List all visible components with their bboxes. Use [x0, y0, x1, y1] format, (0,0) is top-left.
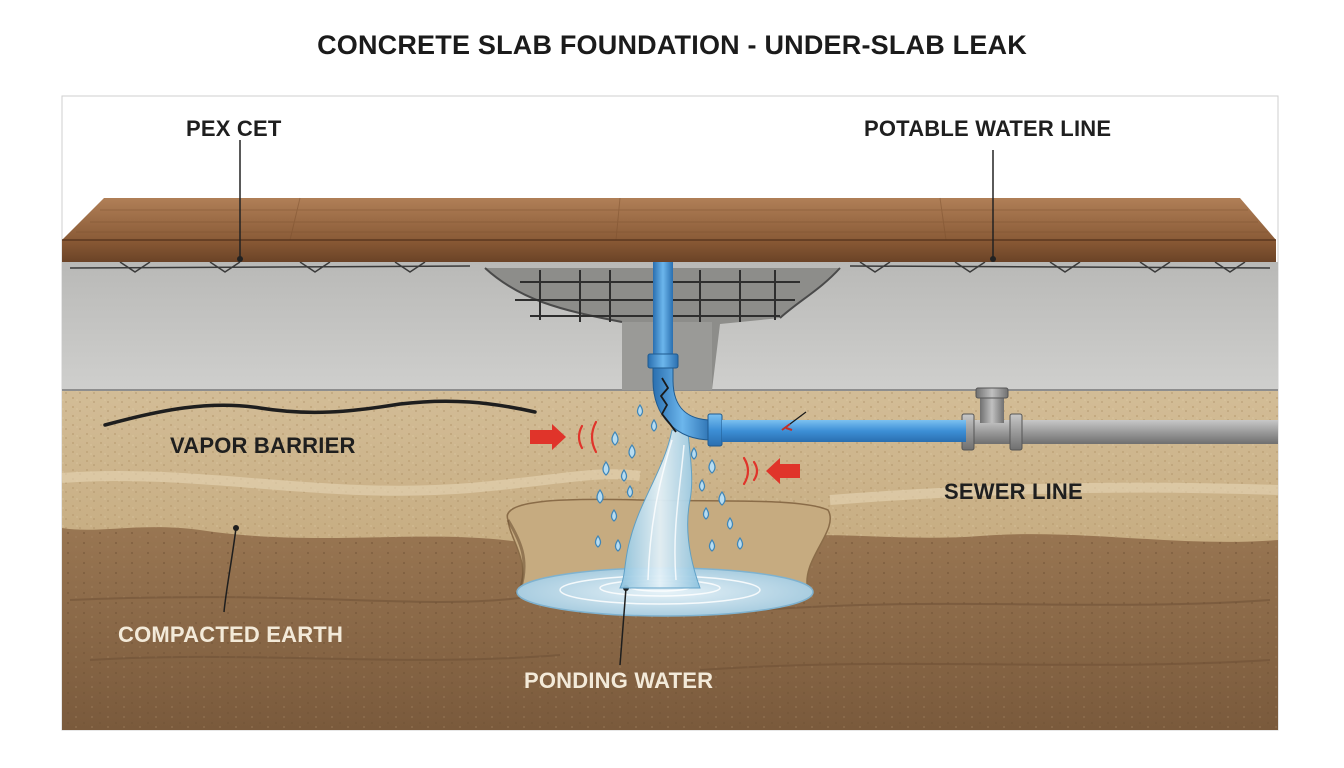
ponding-water-label: PONDING WATER: [524, 668, 714, 693]
stream-highlights: [647, 439, 685, 581]
page-title: CONCRETE SLAB FOUNDATION - UNDER-SLAB LE…: [317, 30, 1027, 60]
vapor-barrier-label: VAPOR BARRIER: [170, 433, 356, 458]
leak-stream: [619, 429, 701, 589]
potable-water-label: POTABLE WATER LINE: [864, 116, 1112, 141]
earth-leader-dot: [233, 525, 239, 531]
cutout-edge-left: [484, 267, 623, 323]
wood-grain: [76, 197, 1268, 241]
water-pipe-horizontal: [722, 420, 966, 442]
sound-waves-left: [577, 420, 598, 454]
pit-shadow: [506, 519, 526, 591]
sand-band-light: [61, 469, 1279, 505]
pipe-pinhole-mark: [781, 423, 793, 431]
water-pipe-coupling-side: [707, 413, 723, 447]
pipe-crack: [660, 377, 677, 433]
earth-strata-lines: [69, 596, 1271, 671]
sewer-line-label: SEWER LINE: [944, 479, 1083, 504]
wood-floor-top: [62, 198, 1276, 240]
pex-label: PEX CET: [186, 116, 282, 141]
pex-leader-dot: [237, 256, 243, 262]
wood-floor-edge: [62, 240, 1276, 262]
potable-leader-dot: [990, 256, 996, 262]
red-arrow-icon: [530, 424, 566, 450]
ponding-leader-line: [619, 587, 627, 666]
earth-leader-line: [223, 527, 237, 613]
sound-waves-right: [742, 456, 759, 486]
sewer-coupling-right: [1009, 413, 1023, 451]
vapor-barrier-line: [103, 399, 537, 427]
rebar-chairs: [69, 261, 1271, 273]
red-arrow-icon: [766, 458, 800, 484]
water-pipe-vertical: [653, 262, 673, 366]
pinhole-leader: [789, 411, 807, 425]
water-droplets: [594, 403, 744, 552]
sewer-tee-cap: [975, 387, 1009, 399]
compacted-earth-label: COMPACTED EARTH: [118, 622, 344, 647]
water-pipe-coupling-top: [647, 353, 679, 369]
cutout-edge-right: [779, 267, 841, 319]
